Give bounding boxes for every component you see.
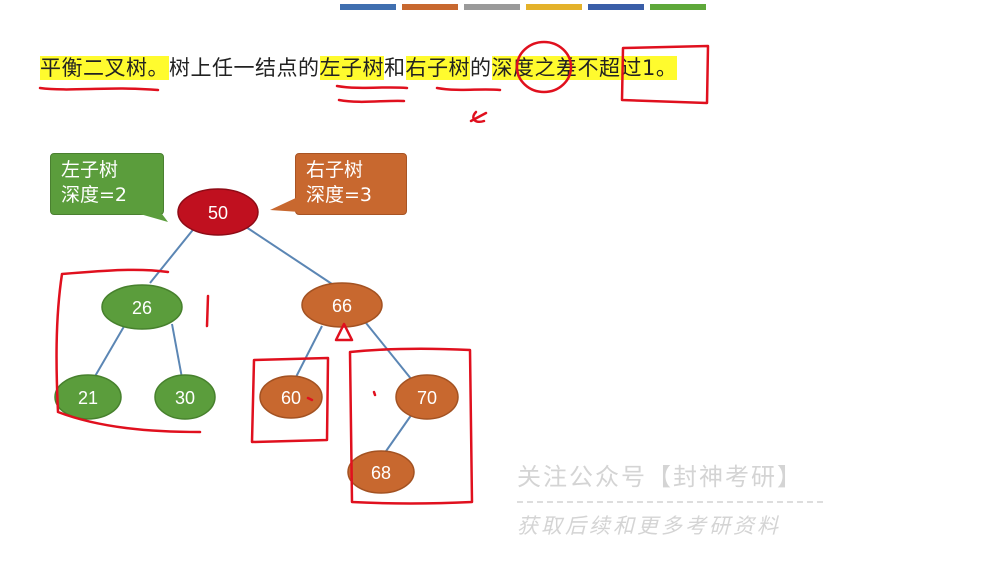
left-subtree-callout: 左子树 深度=2	[50, 153, 164, 215]
title-right-subtree: 右子树	[405, 56, 470, 80]
node-21: 21	[54, 374, 122, 420]
color-bar-orange	[402, 4, 458, 10]
title-of: 的	[470, 56, 492, 80]
triangle-mark	[334, 322, 354, 342]
edge-50-26	[149, 225, 197, 284]
bracket-left-subtree	[55, 268, 202, 434]
node-50-label: 50	[208, 203, 228, 223]
watermark-materials: 获取后续和更多考研资料	[517, 514, 781, 538]
underline-left-subtree-2	[337, 98, 406, 104]
node-26-label: 26	[132, 298, 152, 318]
title-term: 平衡二叉树。	[40, 56, 169, 80]
edge-26-21	[93, 322, 127, 379]
left-callout-depth: 深度=2	[61, 184, 128, 206]
box-node-60	[250, 356, 330, 444]
edge-70-68	[383, 413, 413, 455]
color-bar-blue	[340, 4, 396, 10]
watermark-follow: 关注公众号【封神考研】	[517, 463, 803, 491]
node-26: 26	[101, 284, 183, 330]
edge-66-60	[295, 325, 323, 378]
left-callout-pointer	[140, 214, 168, 222]
box-right-subtree	[348, 347, 474, 505]
title-depth-diff: 深度之差	[491, 56, 578, 80]
color-bar-navy	[588, 4, 644, 10]
tree-edges	[93, 225, 413, 455]
node-70: 70	[395, 374, 459, 420]
watermark-divider	[517, 501, 823, 503]
underline-right-subtree	[435, 86, 502, 92]
node-30-label: 30	[175, 388, 195, 408]
color-bar-gray	[464, 4, 520, 10]
title-left-subtree: 左子树	[319, 56, 384, 80]
color-bar-yellow	[526, 4, 582, 10]
depth-mark-left	[205, 294, 210, 328]
color-bar-green	[650, 4, 706, 10]
node-30: 30	[154, 374, 216, 420]
handwritten-annotations	[38, 40, 710, 505]
node-50: 50	[177, 188, 259, 236]
title-limit: 不超过1。	[577, 56, 678, 80]
edge-50-66	[245, 226, 336, 287]
node-60: 60	[259, 375, 323, 419]
right-callout-pointer	[270, 196, 300, 212]
node-60-label: 60	[281, 388, 301, 408]
edge-66-70	[365, 322, 413, 381]
underline-term	[38, 86, 160, 92]
node-68-label: 68	[371, 463, 391, 483]
node-21-label: 21	[78, 388, 98, 408]
title-text: 树上任一结点的	[169, 56, 320, 80]
slide-title: 平衡二叉树。树上任一结点的左子树和右子树的深度之差不超过1。	[40, 52, 678, 82]
dot-mark-70	[372, 390, 377, 397]
box-limit	[620, 44, 710, 105]
node-70-label: 70	[417, 388, 437, 408]
node-68: 68	[347, 450, 415, 494]
edge-26-30	[171, 323, 183, 379]
slide-color-bar	[340, 4, 706, 10]
title-and: 和	[384, 56, 406, 80]
underline-left-subtree	[335, 84, 409, 90]
note-mark	[469, 110, 488, 123]
node-66-label: 66	[332, 296, 352, 316]
left-callout-label: 左子树	[61, 159, 119, 181]
right-callout-label: 右子树	[306, 159, 364, 181]
right-subtree-callout: 右子树 深度=3	[295, 153, 407, 215]
right-callout-depth: 深度=3	[306, 184, 373, 206]
node-66: 66	[301, 282, 383, 328]
circle-depth	[515, 40, 573, 94]
dot-mark-60	[306, 396, 314, 402]
